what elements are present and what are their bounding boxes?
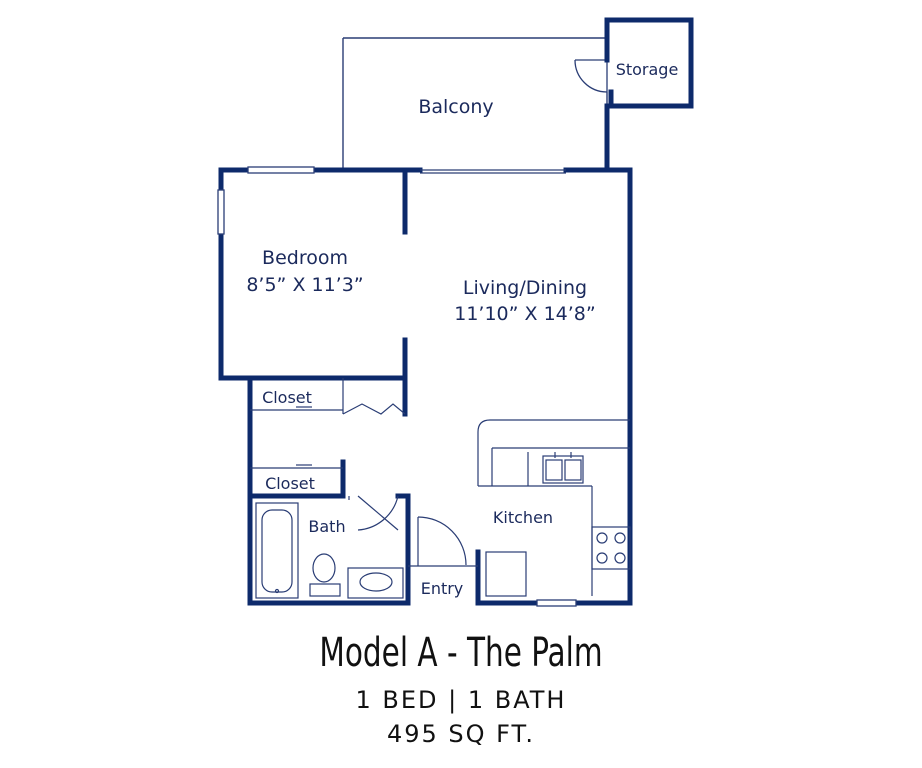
- label-bath: Bath: [308, 517, 345, 536]
- label-living-dims: 11’10” X 14’8”: [454, 303, 595, 325]
- label-living: Living/Dining: [463, 277, 587, 299]
- label-closet-bottom: Closet: [265, 474, 315, 493]
- storage-door: [574, 59, 608, 93]
- label-kitchen: Kitchen: [493, 508, 553, 527]
- windows: [217, 166, 577, 607]
- label-bedroom-dims: 8’5” X 11’3”: [246, 274, 363, 296]
- exterior-walls: [218, 17, 694, 606]
- label-bedroom: Bedroom: [262, 247, 348, 269]
- square-footage: 495 SQ FT.: [386, 720, 535, 748]
- kitchen-fixtures: [477, 419, 631, 597]
- label-storage: Storage: [616, 60, 679, 79]
- model-title: Model A - The Palm: [319, 630, 603, 676]
- closet-fixtures: [250, 378, 406, 469]
- label-entry: Entry: [421, 579, 464, 598]
- label-closet-top: Closet: [262, 388, 312, 407]
- beds-baths: 1 BED | 1 BATH: [355, 686, 567, 714]
- bath-fixtures: [255, 495, 404, 599]
- floor-plan: Balcony Storage Bedroom 8’5” X 11’3” Liv…: [217, 17, 694, 607]
- entry-door: [408, 516, 478, 567]
- label-balcony: Balcony: [418, 96, 493, 118]
